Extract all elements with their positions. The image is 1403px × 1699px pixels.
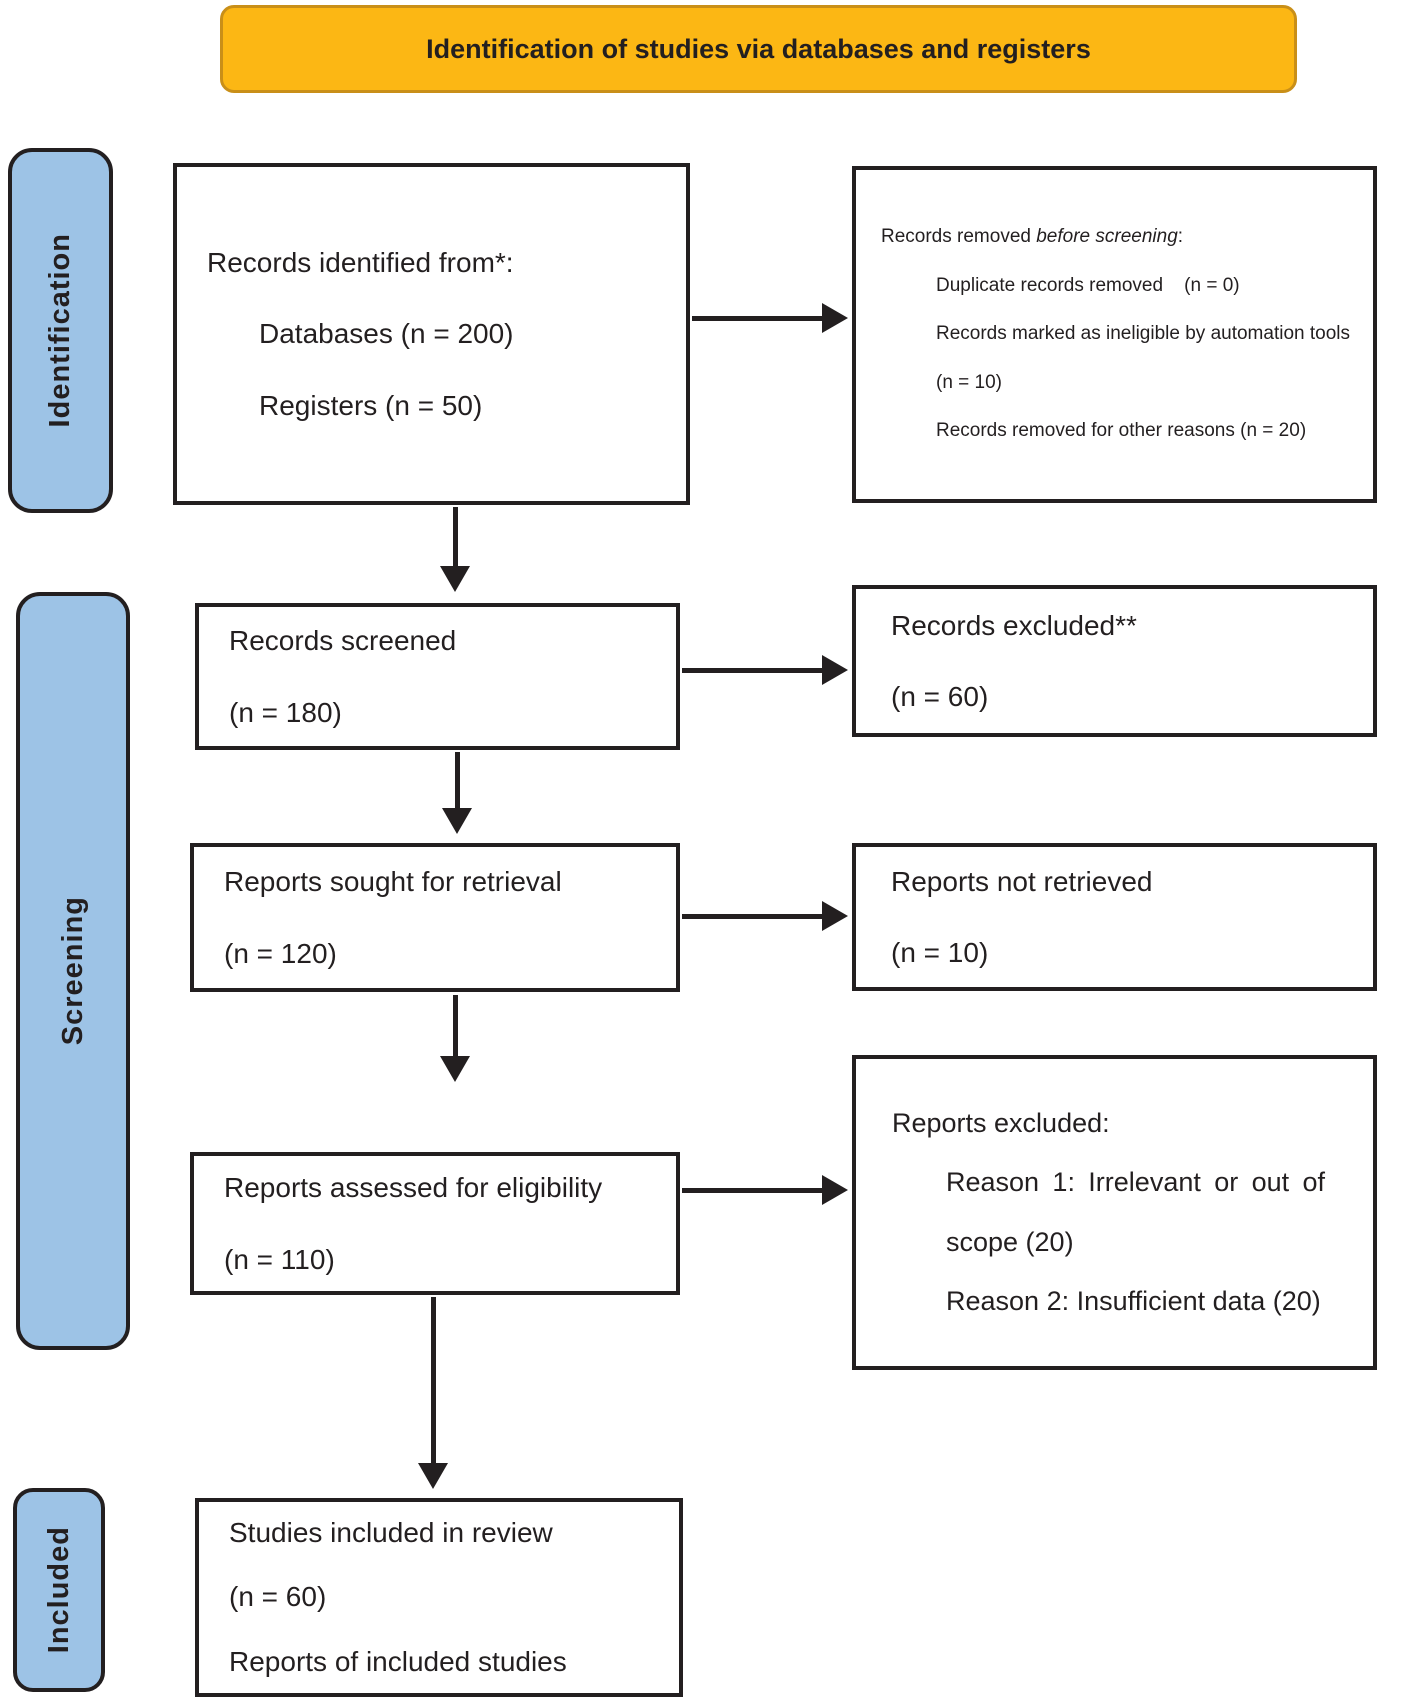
reports-sought-label: Reports sought for retrieval — [224, 866, 562, 898]
studies-included-reports: Reports of included studies — [229, 1645, 567, 1677]
box-reports-sought: Reports sought for retrieval (n = 120) — [190, 843, 680, 992]
arrow-screened-to-sought-head — [442, 808, 472, 834]
records-removed-title: Records removed before screening: — [856, 213, 1373, 261]
arrow-screened-to-sought-shaft — [455, 752, 460, 812]
arrow-assessed-to-included-shaft — [431, 1297, 436, 1465]
arrow-sought-to-notretrieved-shaft — [682, 914, 824, 919]
records-removed-duplicates: Duplicate records removed (n = 0) — [936, 274, 1240, 296]
reports-assessed-label: Reports assessed for eligibility — [224, 1172, 603, 1204]
arrow-sought-to-assessed-shaft — [453, 995, 458, 1060]
reports-not-retrieved-count: (n = 10) — [891, 937, 989, 968]
studies-included-count: (n = 60) — [229, 1581, 327, 1613]
records-removed-title-prefix: Records removed — [881, 226, 1037, 248]
arrow-identified-to-removed-head — [822, 303, 848, 333]
reports-excluded-title: Reports excluded: — [892, 1107, 1110, 1138]
records-excluded-count: (n = 60) — [891, 681, 989, 712]
arrow-identified-to-screened-shaft — [453, 507, 458, 569]
records-identified-registers: Registers (n = 50) — [259, 389, 483, 421]
title-banner: Identification of studies via databases … — [220, 5, 1297, 93]
records-identified-databases: Databases (n = 200) — [259, 318, 514, 350]
stage-identification-label: Identification — [44, 233, 76, 428]
arrow-screened-to-excluded-head — [822, 655, 848, 685]
box-records-removed: Records removed before screening: Duplic… — [852, 166, 1377, 503]
reports-excluded-reason2: Reason 2: Insufficient data (20) — [946, 1285, 1321, 1316]
stage-identification: Identification — [8, 148, 113, 513]
arrow-assessed-to-included-head — [418, 1463, 448, 1489]
box-records-identified: Records identified from*: Databases (n =… — [173, 163, 690, 505]
arrow-identified-to-screened-head — [440, 566, 470, 592]
reports-excluded-reason1: Reason 1: Irrelevant or out of scope (20… — [946, 1167, 1325, 1257]
box-records-screened: Records screened (n = 180) — [195, 603, 680, 750]
stage-screening-label: Screening — [56, 896, 89, 1046]
stage-included-label: Included — [42, 1526, 75, 1654]
title-banner-text: Identification of studies via databases … — [426, 33, 1091, 64]
reports-not-retrieved-label: Reports not retrieved — [891, 865, 1153, 897]
stage-screening: Screening — [16, 592, 130, 1350]
records-screened-label: Records screened — [229, 625, 457, 657]
records-identified-title: Records identified from*: — [207, 246, 514, 278]
box-reports-not-retrieved: Reports not retrieved (n = 10) — [852, 843, 1377, 991]
arrow-assessed-to-reportsexcluded-head — [822, 1175, 848, 1205]
records-removed-other: Records removed for other reasons (n = 2… — [936, 420, 1307, 442]
box-studies-included: Studies included in review (n = 60) Repo… — [195, 1498, 683, 1697]
records-excluded-label: Records excluded** — [891, 609, 1137, 641]
reports-assessed-count: (n = 110) — [224, 1243, 335, 1275]
arrow-sought-to-notretrieved-head — [822, 901, 848, 931]
records-removed-title-italic: before screening — [1036, 226, 1178, 248]
arrow-screened-to-excluded-shaft — [682, 668, 824, 673]
reports-sought-count: (n = 120) — [224, 937, 337, 969]
arrow-sought-to-assessed-head — [440, 1056, 470, 1082]
records-removed-automation-count: (n = 10) — [936, 371, 1003, 393]
box-reports-excluded: Reports excluded: Reason 1: Irrelevant o… — [852, 1055, 1377, 1370]
box-reports-assessed: Reports assessed for eligibility (n = 11… — [190, 1152, 680, 1295]
stage-included: Included — [13, 1488, 105, 1692]
records-screened-count: (n = 180) — [229, 696, 342, 728]
arrow-assessed-to-reportsexcluded-shaft — [682, 1188, 824, 1193]
records-removed-title-suffix: : — [1177, 226, 1184, 248]
arrow-identified-to-removed-shaft — [692, 316, 824, 321]
box-records-excluded: Records excluded** (n = 60) — [852, 585, 1377, 737]
records-removed-automation: Records marked as ineligible by automati… — [936, 323, 1350, 345]
studies-included-label: Studies included in review — [229, 1516, 553, 1548]
